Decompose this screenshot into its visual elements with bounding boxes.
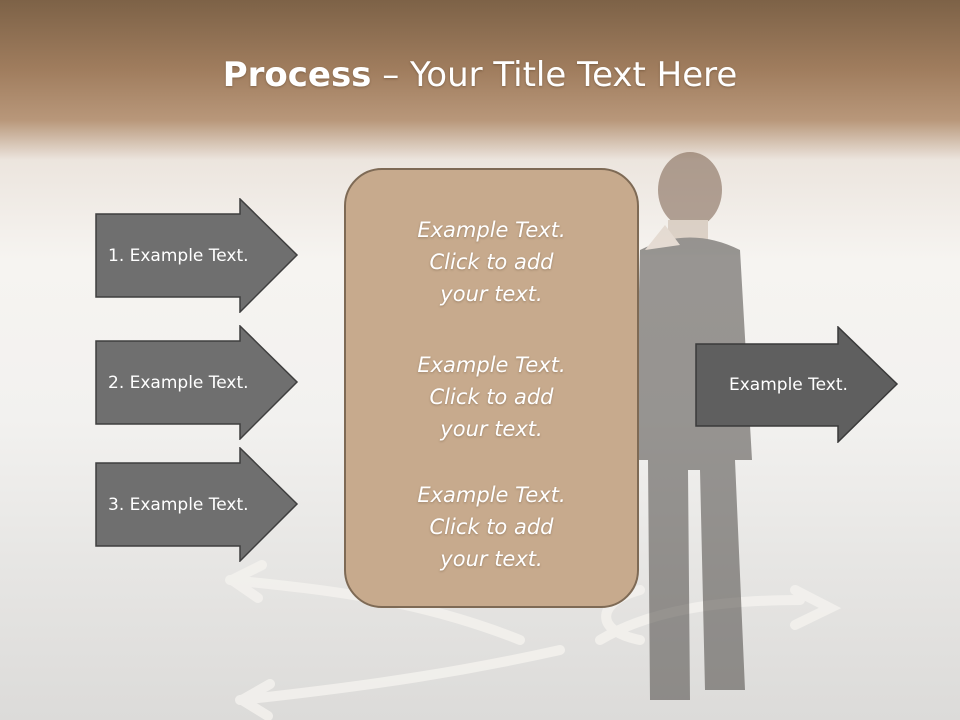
result-arrow[interactable]: Example Text. — [695, 326, 899, 443]
text-block-1[interactable]: Example Text. Click to add your text. — [346, 214, 637, 310]
arrow-label: 2. Example Text. — [108, 372, 249, 393]
arrow-label: Example Text. — [729, 374, 848, 395]
process-step-arrow-1[interactable]: 1. Example Text. — [95, 198, 299, 313]
arrow-shape — [95, 447, 299, 562]
text-line: Example Text. — [417, 218, 566, 242]
arrow-shape — [95, 198, 299, 313]
text-block-2[interactable]: Example Text. Click to add your text. — [346, 349, 637, 445]
text-line: Click to add — [429, 515, 554, 539]
process-step-arrow-2[interactable]: 2. Example Text. — [95, 325, 299, 440]
center-text-box[interactable]: Example Text. Click to add your text. Ex… — [344, 168, 639, 608]
text-line: Click to add — [429, 250, 554, 274]
text-block-3[interactable]: Example Text. Click to add your text. — [346, 479, 637, 575]
text-line: Example Text. — [417, 353, 566, 377]
arrow-shape — [695, 326, 899, 443]
title-rest: – Your Title Text Here — [371, 55, 738, 95]
text-line: your text. — [440, 547, 543, 571]
process-step-arrow-3[interactable]: 3. Example Text. — [95, 447, 299, 562]
arrow-label: 1. Example Text. — [108, 245, 249, 266]
arrow-shape — [95, 325, 299, 440]
slide-title[interactable]: Process – Your Title Text Here — [0, 54, 960, 96]
arrow-label: 3. Example Text. — [108, 494, 249, 515]
text-line: your text. — [440, 417, 543, 441]
text-line: Click to add — [429, 385, 554, 409]
text-line: your text. — [440, 282, 543, 306]
text-line: Example Text. — [417, 483, 566, 507]
title-bold: Process — [222, 55, 372, 95]
